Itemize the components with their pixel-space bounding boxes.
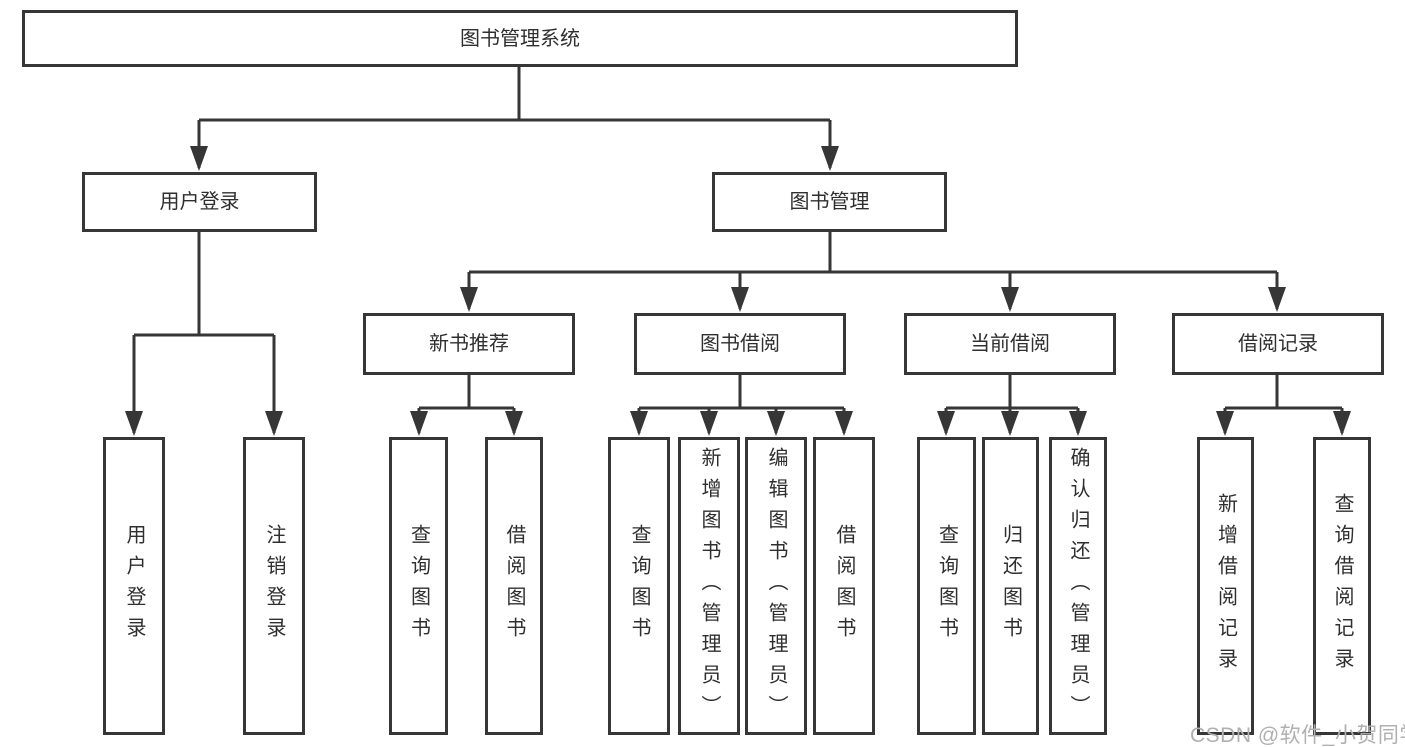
node-leaf-bb-query-book: 查询图书: [608, 437, 670, 735]
node-new-book-recommend: 新书推荐: [363, 313, 575, 375]
node-borrowing-records: 借阅记录: [1172, 313, 1384, 375]
node-leaf-nbr-borrow-book: 借阅图书: [485, 437, 543, 735]
node-leaf-cb-return-book: 归还图书: [982, 437, 1039, 735]
node-library-management-system: 图书管理系统: [22, 10, 1018, 67]
node-current-borrowing: 当前借阅: [904, 313, 1116, 375]
node-leaf-bb-borrow-book: 借阅图书: [813, 437, 875, 735]
node-leaf-logout: 注销登录: [243, 437, 305, 735]
node-leaf-bb-add-book-admin: 新增图书（管理员）: [678, 437, 740, 735]
node-book-management: 图书管理: [712, 172, 947, 232]
connector-lines: [132, 67, 1344, 433]
node-book-borrowing: 图书借阅: [634, 313, 846, 375]
node-leaf-user-login: 用户登录: [103, 437, 165, 735]
node-user-login: 用户登录: [82, 172, 317, 232]
node-leaf-nbr-query-book: 查询图书: [389, 437, 448, 735]
node-leaf-br-add-record: 新增借阅记录: [1197, 437, 1254, 735]
node-leaf-bb-edit-book-admin: 编辑图书（管理员）: [745, 437, 807, 735]
node-leaf-cb-query-book: 查询图书: [917, 437, 976, 735]
node-leaf-cb-confirm-return-admin: 确认归还（管理员）: [1049, 437, 1107, 735]
csdn-watermark: CSDN @软件_小贺同学: [1190, 724, 1405, 747]
node-leaf-br-query-record: 查询借阅记录: [1313, 437, 1371, 735]
